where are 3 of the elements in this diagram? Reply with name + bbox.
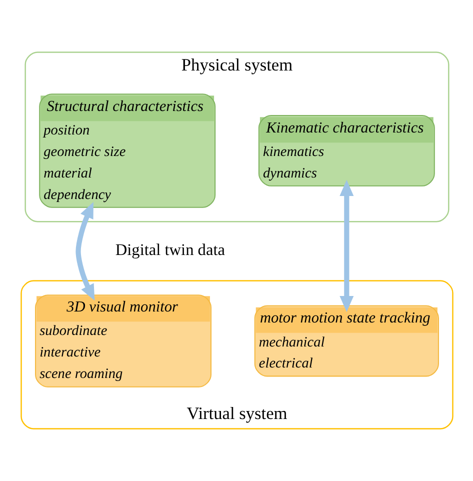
arrow [339, 180, 354, 312]
label: Digital twin data [114, 240, 224, 260]
arrow [75, 202, 94, 301]
